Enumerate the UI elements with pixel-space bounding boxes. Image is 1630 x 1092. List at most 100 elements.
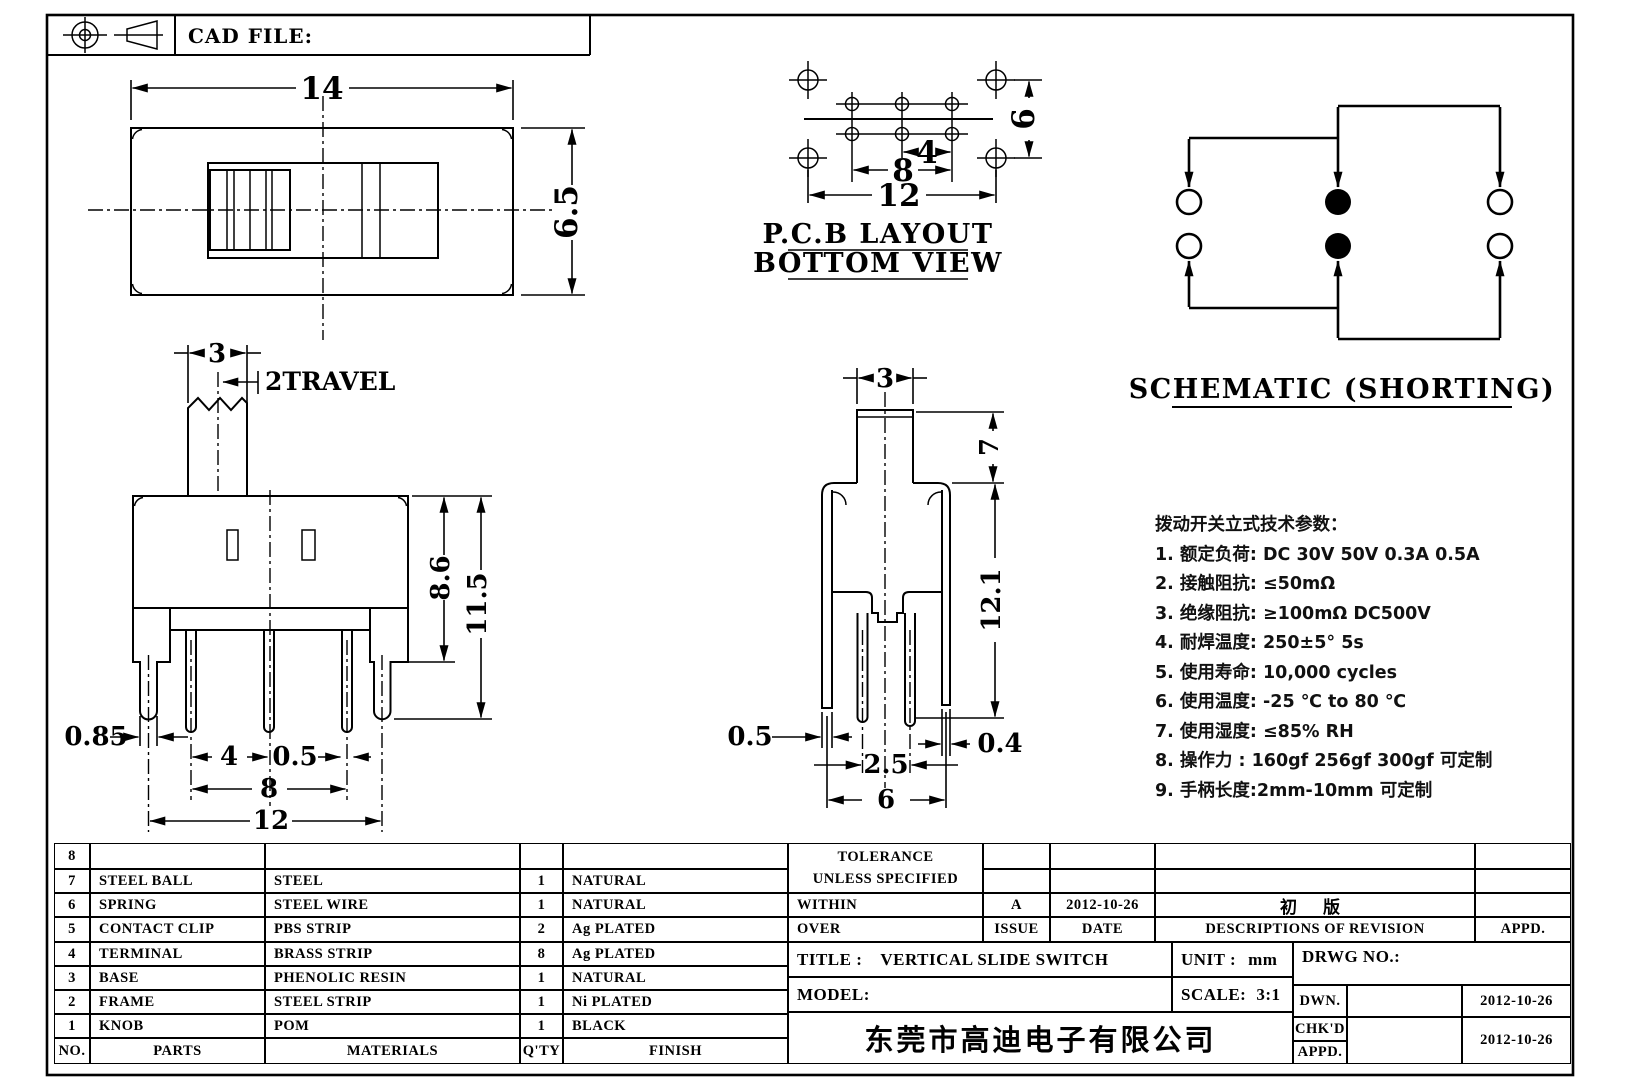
front-total-height-dim: 11.5	[463, 572, 493, 635]
tech-notes-title: 拨动开关立式技术参数：	[1155, 515, 1348, 535]
parts-row-qty: 1	[520, 990, 563, 1014]
parts-row-name: FRAME	[90, 990, 265, 1014]
parts-row-name: KNOB	[90, 1014, 265, 1038]
top-view-height-dim: 6.5	[549, 185, 585, 239]
pcb-span-dim: 8	[892, 153, 914, 189]
parts-row-qty: 1	[520, 966, 563, 990]
top-view-drawing: 14 6.5	[88, 71, 585, 340]
unit-value: mm	[1248, 949, 1278, 969]
appd-row-label: APPD.	[1293, 1041, 1347, 1064]
side-knob-width-dim: 3	[876, 364, 894, 394]
descriptions-of-revision-label: DESCRIPTIONS OF REVISION	[1155, 917, 1475, 942]
revision-description-value: 初 版	[1155, 893, 1475, 917]
front-pin-width-dim: 0.5	[272, 742, 317, 772]
parts-row-finish: Ag PLATED	[563, 917, 788, 942]
parts-row-finish	[563, 843, 788, 869]
schematic-title: SCHEMATIC (SHORTING)	[1129, 374, 1556, 405]
parts-row-no: 7	[54, 869, 90, 893]
parts-row-qty: 1	[520, 893, 563, 917]
date-label: DATE	[1050, 917, 1155, 942]
parts-row-no: 2	[54, 990, 90, 1014]
parts-row-no: 8	[54, 843, 90, 869]
front-support-pin-dim: 0.85	[64, 722, 127, 752]
front-support-span-dim: 12	[253, 806, 289, 836]
title-value: VERTICAL SLIDE SWITCH	[880, 949, 1109, 969]
parts-header-no: NO.	[54, 1038, 90, 1064]
parts-row-no: 3	[54, 966, 90, 990]
parts-row-name: SPRING	[90, 893, 265, 917]
revision-appd-empty	[1475, 893, 1571, 917]
chkd-date: 2012-10-26	[1462, 1017, 1571, 1064]
parts-row-qty: 1	[520, 869, 563, 893]
tech-note-item: 3. 绝缘阻抗: ≥100mΩ DC500V	[1155, 603, 1431, 624]
parts-row-finish: BLACK	[563, 1014, 788, 1038]
parts-row-qty: 2	[520, 917, 563, 942]
tolerance-line1: TOLERANCE	[837, 849, 934, 865]
issue-label: ISSUE	[983, 917, 1050, 942]
unit-label: UNIT :	[1181, 949, 1237, 969]
revision-empty-cell	[1155, 869, 1475, 893]
parts-row-name: BASE	[90, 966, 265, 990]
scale-value: 3:1	[1256, 984, 1281, 1004]
parts-row-no: 4	[54, 942, 90, 966]
tech-note-item: 6. 使用温度: -25 ℃ to 80 ℃	[1155, 692, 1407, 712]
tolerance-line2: UNLESS SPECIFIED	[812, 871, 959, 887]
model-cell: MODEL:	[788, 977, 1172, 1012]
drwg-no-cell: DRWG NO.:	[1293, 942, 1571, 985]
title-cell: TITLE : VERTICAL SLIDE SWITCH	[788, 942, 1172, 977]
parts-header-finish: FINISH	[563, 1038, 788, 1064]
parts-row-material: POM	[265, 1014, 520, 1038]
parts-row-finish: NATURAL	[563, 966, 788, 990]
issue-value: A	[983, 893, 1050, 917]
tech-note-item: 9. 手柄长度:2mm-10mm 可定制	[1155, 780, 1433, 801]
scale-label: SCALE:	[1181, 984, 1247, 1004]
revision-empty-cell	[983, 869, 1050, 893]
dwn-signature-empty	[1347, 985, 1462, 1017]
parts-row-material: PBS STRIP	[265, 917, 520, 942]
side-total-height-dim: 12.1	[977, 568, 1007, 631]
side-view-drawing: 3 7 0.5 0.4 2.5	[727, 364, 1022, 815]
front-pin-span-dim: 8	[260, 774, 278, 804]
parts-row-material: STEEL	[265, 869, 520, 893]
within-label: WITHIN	[788, 893, 983, 917]
dwn-date: 2012-10-26	[1462, 985, 1571, 1017]
unit-cell: UNIT : mm	[1172, 942, 1293, 977]
parts-row-qty: 8	[520, 942, 563, 966]
revision-date-value: 2012-10-26	[1050, 893, 1155, 917]
projection-symbol-box: CAD FILE:	[47, 15, 591, 56]
sheet-border	[45, 13, 1575, 1077]
scale-cell: SCALE: 3:1	[1172, 977, 1293, 1012]
chkd-label: CHK'D	[1293, 1017, 1347, 1041]
pcb-title-line2: BOTTOM VIEW	[753, 248, 1003, 279]
front-body-height-dim: 8.6	[426, 555, 456, 600]
tolerance-cell: TOLERANCE UNLESS SPECIFIED	[788, 843, 983, 893]
tech-note-item: 5. 使用寿命: 10,000 cycles	[1155, 662, 1398, 683]
pcb-layout-drawing: 4 8 12 6 P.C.B LAYOUT BOTTOM VIEW	[753, 61, 1042, 280]
parts-row-finish: NATURAL	[563, 869, 788, 893]
parts-header-materials: MATERIALS	[265, 1038, 520, 1064]
parts-row-material: BRASS STRIP	[265, 942, 520, 966]
terminal-holes	[804, 92, 993, 182]
tech-note-item: 1. 额定负荷: DC 30V 50V 0.3A 0.5A	[1155, 544, 1480, 565]
parts-row-finish: Ni PLATED	[563, 990, 788, 1014]
side-pin-pitch-dim: 2.5	[863, 750, 908, 780]
pcb-row-gap-dim: 6	[1006, 108, 1042, 130]
parts-header-parts: PARTS	[90, 1038, 265, 1064]
tech-notes: 拨动开关立式技术参数： 1. 额定负荷: DC 30V 50V 0.3A 0.5…	[1155, 511, 1585, 806]
side-left-leg-dim: 0.5	[727, 722, 772, 752]
chkd-signature-empty	[1347, 1017, 1462, 1064]
tech-note-item: 8. 操作力 : 160gf 256gf 300gf 可定制	[1155, 751, 1493, 771]
side-leg-span-dim: 6	[877, 785, 895, 815]
revision-empty-cell	[983, 843, 1050, 869]
parts-row-no: 1	[54, 1014, 90, 1038]
revision-empty-cell	[1155, 843, 1475, 869]
parts-row-name: CONTACT CLIP	[90, 917, 265, 942]
appd-label: APPD.	[1475, 917, 1571, 942]
pcb-pitch-dim: 4	[916, 135, 938, 171]
parts-row-finish: NATURAL	[563, 893, 788, 917]
dwn-label: DWN.	[1293, 985, 1347, 1017]
parts-row-no: 6	[54, 893, 90, 917]
revision-empty-cell	[1475, 869, 1571, 893]
